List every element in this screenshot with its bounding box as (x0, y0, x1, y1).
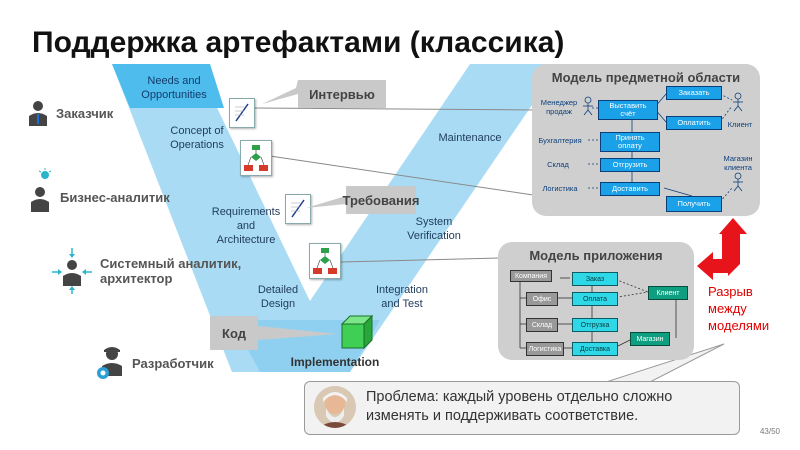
role-developer: Разработчик (96, 346, 214, 380)
vmodel-implementation-label: Implementation (290, 355, 380, 369)
connector-line (269, 155, 541, 197)
app-node-logistics: Логистика (526, 342, 564, 356)
code-cube-icon (338, 314, 374, 350)
domain-box-deliver: Доставить (600, 182, 660, 196)
customer-person-icon (29, 101, 47, 126)
actor-accounting: Бухгалтерия (538, 136, 582, 145)
flowchart-document-icon (240, 140, 272, 176)
gap-arrow-icon (697, 218, 747, 280)
domain-box-pay: Оплатить (666, 116, 722, 130)
v-left-arm (112, 64, 344, 372)
page-number: 43/50 (759, 427, 780, 436)
domain-box-receive: Получить (666, 196, 722, 212)
flowchart-document-icon (309, 243, 341, 279)
domain-box-order: Заказать (666, 86, 722, 100)
slide-title: Поддержка артефактами (классика) (32, 26, 565, 59)
v-right-arm (262, 64, 560, 372)
app-node-office: Офис (526, 292, 558, 306)
code-callout-shape (210, 316, 338, 350)
app-node-client: Клиент (648, 286, 688, 300)
system-analyst-arrows-icon (52, 248, 92, 294)
app-node-store: Магазин (630, 332, 670, 346)
connector-line (339, 257, 501, 263)
app-model-connectors (519, 277, 677, 349)
model-gap-label: Разрыв между моделями (708, 284, 770, 333)
vmodel-maintenance-label: Maintenance (438, 132, 502, 144)
domain-model-title: Модель предметной области (551, 70, 741, 85)
connector-line (251, 107, 537, 111)
app-node-company: Компания (510, 270, 552, 282)
developer-gear-icon (97, 347, 122, 379)
domain-box-ship: Отгрузить (600, 158, 660, 172)
actor-client: Клиент (727, 120, 753, 129)
role-business-analyst: Бизнес-аналитик (30, 168, 170, 212)
requirements-callout-shape (306, 186, 416, 214)
document-pen-icon (229, 98, 255, 128)
v-top-band (112, 64, 224, 108)
problem-text: Проблема: каждый уровень отдельно сложно… (366, 389, 673, 424)
role-system-analyst: Системный аналитик,архитектор (52, 246, 241, 296)
avatar (314, 386, 356, 428)
app-node-delivery: Доставка (572, 342, 618, 356)
actor-logistics: Логистика (542, 184, 578, 193)
app-node-warehouse: Склад (526, 318, 558, 332)
app-node-payment: Оплата (572, 292, 618, 306)
app-node-order: Заказ (572, 272, 618, 286)
code-callout: Код (222, 325, 246, 341)
problem-callout (304, 381, 740, 435)
document-pen-icon (285, 194, 311, 224)
business-analyst-lightbulb-icon (31, 168, 52, 212)
actor-warehouse: Склад (547, 160, 569, 169)
role-customer: Заказчик (28, 100, 113, 126)
interview-callout: Интервью (309, 86, 375, 102)
app-model-title: Модель приложения (529, 248, 663, 263)
app-node-shipment: Отгрузка (572, 318, 618, 332)
interview-callout-shape (262, 80, 386, 108)
requirements-callout: Требования (342, 192, 420, 208)
